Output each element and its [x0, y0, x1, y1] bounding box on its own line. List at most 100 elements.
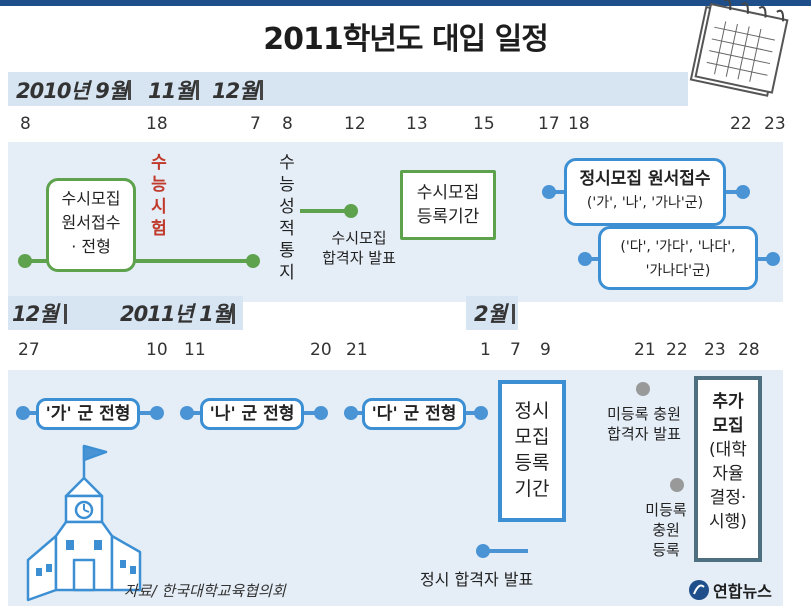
period-end-dot [474, 406, 488, 420]
csat-label: 수 능 시 험 [148, 152, 170, 240]
period-start-dot [542, 185, 556, 199]
regular-pass-line [484, 549, 528, 553]
additional-text: (대학 [709, 440, 747, 460]
regular-register-text: 정시 [514, 400, 550, 422]
regular-pass-label: 정시 합격자 발표 [420, 570, 534, 589]
calendar-icon [689, 0, 789, 97]
period-start-dot [16, 406, 30, 420]
regular-apply-box: 정시모집 원서접수 ('가', '나', '가나'군) [564, 158, 726, 226]
day-number: 11 [184, 340, 206, 360]
top-month-band [8, 72, 688, 106]
unreg-register-label: 미등록 충원 등록 [636, 500, 696, 560]
early-register-text: 수시모집 [416, 183, 480, 203]
regular-register-text: 등록 [514, 452, 550, 474]
period-end-dot [314, 406, 328, 420]
month-separator [232, 304, 235, 324]
group-da-pill: '다' 군 전형 [362, 398, 466, 430]
score-char: 지 [279, 263, 295, 283]
month-label: 2010년 9월 [16, 79, 128, 103]
score-char: 성 [279, 197, 295, 217]
month-separator [196, 80, 199, 100]
regular-register-text: 모집 [514, 426, 550, 448]
day-number: 1 [480, 340, 491, 360]
day-number: 27 [18, 340, 40, 360]
month-separator [260, 80, 263, 100]
csat-char: 험 [151, 219, 167, 239]
day-number: 18 [146, 114, 168, 134]
unreg-register-text: 등록 [652, 541, 680, 559]
day-number: 7 [250, 114, 261, 134]
regular-register-box: 정시 모집 등록 기간 [498, 380, 566, 522]
period-end-dot [736, 185, 750, 199]
month-label: 12월 [212, 79, 259, 103]
unreg-register-dot [670, 478, 684, 492]
score-char: 수 [279, 153, 295, 173]
regular-pass-dot [476, 544, 490, 558]
day-number: 22 [666, 340, 688, 360]
score-char: 능 [279, 175, 295, 195]
early-register-box: 수시모집 등록기간 [400, 170, 496, 240]
csat-score-label: 수 능 성 적 통 지 [276, 152, 298, 284]
month-label: 11월 [148, 79, 195, 103]
unreg-pass-label: 미등록 충원 합격자 발표 [596, 404, 692, 444]
unreg-register-text: 미등록 [645, 501, 687, 519]
day-number: 21 [346, 340, 368, 360]
early-pass-text: 수시모집 [331, 229, 387, 247]
period-end-dot [766, 252, 780, 266]
early-pass-text: 합격자 발표 [322, 249, 396, 267]
day-number: 23 [704, 340, 726, 360]
period-start-dot [344, 406, 358, 420]
score-char: 통 [279, 241, 295, 261]
early-apply-text: · 전형 [71, 237, 111, 256]
csat-char: 능 [151, 175, 167, 195]
early-pass-dot [344, 204, 358, 218]
bottom-month-band [8, 296, 243, 330]
unreg-pass-text: 미등록 충원 [607, 405, 681, 423]
regular-apply-group2: '가나다'군) [645, 263, 711, 279]
additional-text: 모집 [712, 416, 744, 436]
day-number: 8 [282, 114, 293, 134]
unreg-register-text: 충원 [652, 521, 680, 539]
period-start-dot [578, 252, 592, 266]
additional-text: 시행) [709, 512, 747, 532]
csat-char: 수 [151, 153, 167, 173]
month-separator [128, 80, 131, 100]
day-number: 18 [568, 114, 590, 134]
regular-apply-box-2: ('다', '가다', '나다', '가나다'군) [598, 226, 758, 290]
day-number: 15 [473, 114, 495, 134]
early-apply-box: 수시모집 원서접수 · 전형 [46, 178, 136, 272]
early-pass-label: 수시모집 합격자 발표 [314, 228, 404, 268]
month-label: 2011년 1월 [120, 302, 232, 326]
top-accent-bar [0, 0, 811, 6]
additional-recruit-box: 추가 모집 (대학 자율 결정· 시행) [694, 376, 762, 562]
month-label: 2월 [474, 302, 507, 326]
period-start-dot [180, 406, 194, 420]
score-char: 적 [279, 219, 295, 239]
group-ga-pill: '가' 군 전형 [36, 398, 140, 430]
csat-char: 시 [151, 197, 167, 217]
page-title: 2011학년도 대입 일정 [263, 22, 549, 57]
day-number: 10 [146, 340, 168, 360]
day-number: 9 [540, 340, 551, 360]
month-separator [512, 304, 515, 324]
yonhap-logo-text: 연합뉴스 [713, 582, 772, 601]
early-apply-text: 원서접수 [61, 213, 121, 232]
period-end-dot [150, 406, 164, 420]
regular-apply-group2: ('다', '가다', '나다', [620, 239, 736, 255]
month-separator [64, 304, 67, 324]
unreg-pass-text: 합격자 발표 [607, 425, 681, 443]
period-end-dot [246, 254, 260, 268]
early-apply-text: 수시모집 [61, 189, 121, 208]
bottom-month-band [466, 296, 518, 330]
day-number: 23 [764, 114, 786, 134]
day-number: 22 [730, 114, 752, 134]
day-number: 8 [20, 114, 31, 134]
school-building-icon [26, 444, 142, 602]
day-number: 21 [634, 340, 656, 360]
regular-apply-title: 정시모집 원서접수 [579, 169, 711, 189]
group-na-pill: '나' 군 전형 [200, 398, 304, 430]
early-apply-period-line [24, 259, 252, 263]
regular-register-text: 기간 [514, 478, 550, 500]
yonhap-logo: 연합뉴스 [688, 578, 772, 602]
day-number: 17 [538, 114, 560, 134]
